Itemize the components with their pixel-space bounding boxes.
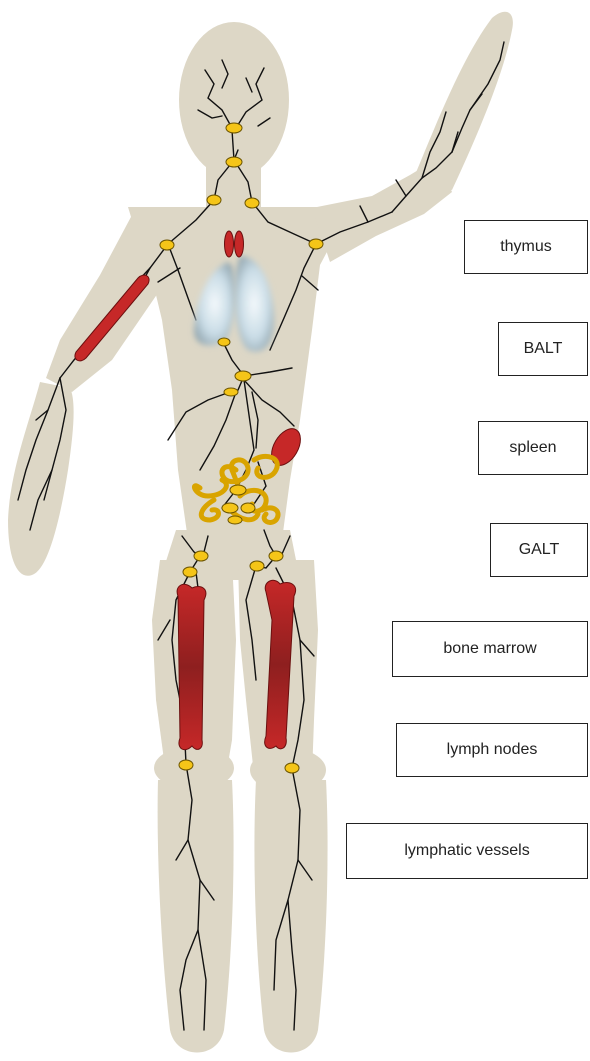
lymph-node (207, 195, 221, 205)
lymph-node (226, 123, 242, 133)
lymph-node (226, 157, 242, 167)
lymph-node (224, 388, 238, 396)
lymph-nodes-label: lymph nodes (396, 723, 588, 777)
left-forearm (8, 382, 74, 576)
lymph-node (179, 760, 193, 770)
lymph-node (218, 338, 230, 346)
lymphatic-vessels-label: lymphatic vessels (346, 823, 588, 879)
left-lower-leg (158, 780, 234, 1053)
spleen-label: spleen (478, 421, 588, 475)
lymph-node (309, 239, 323, 249)
balt-label: BALT (498, 322, 588, 376)
lymph-node (228, 516, 242, 524)
left-femur (177, 584, 206, 749)
right-lower-leg (254, 780, 327, 1053)
bone-marrow-label: bone marrow (392, 621, 588, 677)
lymph-node (250, 561, 264, 571)
body-silhouette (8, 12, 513, 1053)
galt-label: GALT (490, 523, 588, 577)
lymph-node (235, 371, 251, 381)
lymph-node (241, 503, 255, 513)
lymph-node (194, 551, 208, 561)
left-upper-arm (46, 215, 172, 392)
lymph-node (222, 503, 238, 513)
lymph-node (160, 240, 174, 250)
lymph-node (269, 551, 283, 561)
lymph-node (245, 198, 259, 208)
lymph-node (230, 485, 246, 495)
lymph-node (183, 567, 197, 577)
thymus-label: thymus (464, 220, 588, 274)
lymph-node (285, 763, 299, 773)
